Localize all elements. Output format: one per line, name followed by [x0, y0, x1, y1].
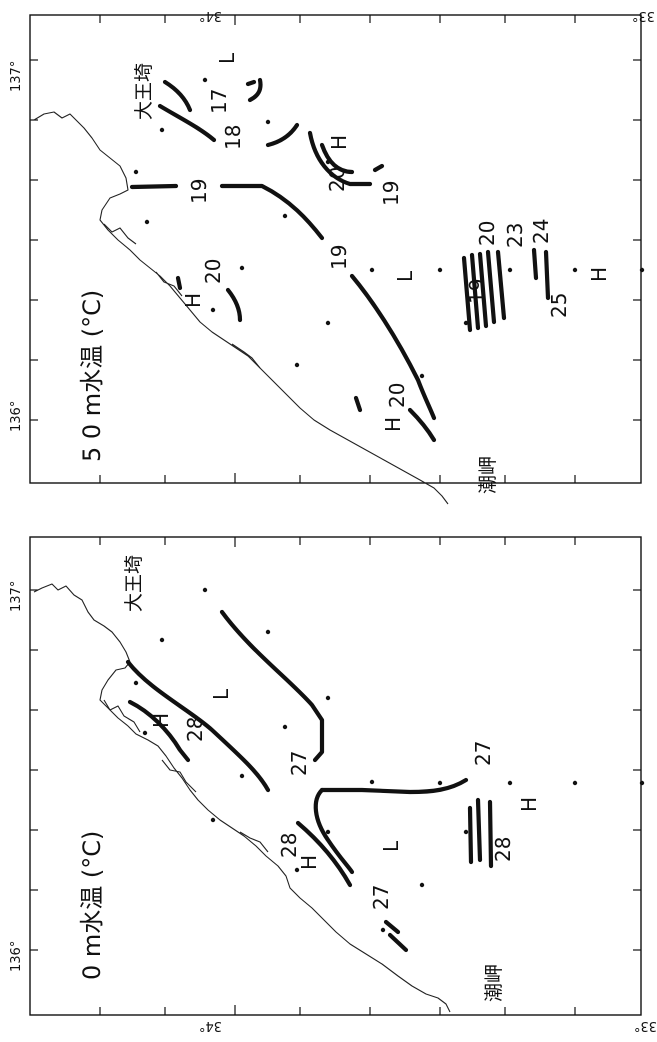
isotherm-label: 24 — [529, 219, 553, 244]
coastline — [33, 583, 451, 1013]
lat-label-34: 34° — [199, 8, 222, 23]
isotherm-label: 20 — [475, 221, 499, 246]
pressure-marker-high: H — [149, 713, 173, 728]
coastline-detail — [103, 223, 137, 245]
isotherm-label: 25 — [547, 293, 571, 318]
pressure-marker-high: H — [381, 417, 405, 432]
frame-ticks — [30, 15, 641, 483]
place-label-shionomisaki: 潮岬 — [483, 964, 505, 1002]
isotherm-label: 27 — [369, 885, 393, 910]
pressure-marker-high: H — [587, 267, 611, 282]
lat-label-34: 34° — [199, 1018, 222, 1033]
isotherm-lines — [125, 609, 494, 953]
pressure-marker-low: L — [215, 52, 239, 64]
map-frame — [29, 536, 642, 1016]
station-dots — [133, 587, 645, 933]
coastline-detail — [239, 831, 269, 853]
pressure-marker-high: H — [181, 293, 205, 308]
isotherm-label: 20 — [201, 259, 225, 284]
coastline-detail — [161, 759, 197, 793]
isotherm-label: 18 — [221, 125, 245, 150]
coastline-detail — [231, 343, 261, 369]
place-label-shionomisaki: 潮岬 — [477, 456, 499, 494]
isotherm-label: 28 — [183, 717, 207, 742]
isotherm-label: 28 — [491, 837, 515, 862]
coastline — [33, 111, 449, 505]
isotherm-label: 27 — [287, 751, 311, 776]
place-label-oozaki: 大王埼 — [123, 555, 145, 612]
map-title: 5 0 m水温 (°C) — [78, 290, 106, 462]
map-title: 0 m水温 (°C) — [78, 831, 106, 980]
isotherm-label: 28 — [277, 833, 301, 858]
isotherm-label: 17 — [207, 89, 231, 114]
lon-label-136: 136° — [9, 941, 24, 972]
map-frame — [29, 14, 642, 484]
pressure-marker-low: L — [393, 270, 417, 282]
isotherm-label: 19 — [465, 279, 489, 304]
pressure-marker-low: L — [209, 688, 233, 700]
lon-label-137: 137° — [9, 581, 24, 612]
coastline-detail — [155, 271, 183, 297]
pressure-marker-high: H — [327, 135, 351, 150]
map-panel-0m: 0 m水温 (°C) 136° 137° 34° 33° 大王埼 潮岬 28 2… — [9, 536, 657, 1033]
isotherm-label: 19 — [379, 181, 403, 206]
isotherm-lines — [129, 77, 551, 443]
station-dots — [133, 77, 645, 379]
pressure-marker-low: L — [379, 840, 403, 852]
lat-label-33: 33° — [634, 1018, 657, 1033]
place-label-oozaki: 大王埼 — [133, 63, 155, 120]
isotherm-label: 23 — [503, 223, 527, 248]
isotherm-label: 19 — [327, 245, 351, 270]
pressure-marker-high: H — [517, 797, 541, 812]
pressure-marker-high: H — [297, 855, 321, 870]
lon-label-137: 137° — [9, 61, 24, 92]
lat-label-33: 33° — [632, 8, 655, 23]
isotherm-label: 20 — [325, 167, 349, 192]
isotherm-label: 20 — [385, 383, 409, 408]
map-panel-50m: 5 0 m水温 (°C) 136° 137° 34° 33° 大王埼 潮岬 17… — [9, 8, 655, 505]
coastline-detail — [103, 699, 141, 733]
lon-label-136: 136° — [9, 401, 24, 432]
frame-ticks — [30, 537, 641, 1015]
isotherm-label: 19 — [187, 179, 211, 204]
isotherm-label: 27 — [471, 741, 495, 766]
